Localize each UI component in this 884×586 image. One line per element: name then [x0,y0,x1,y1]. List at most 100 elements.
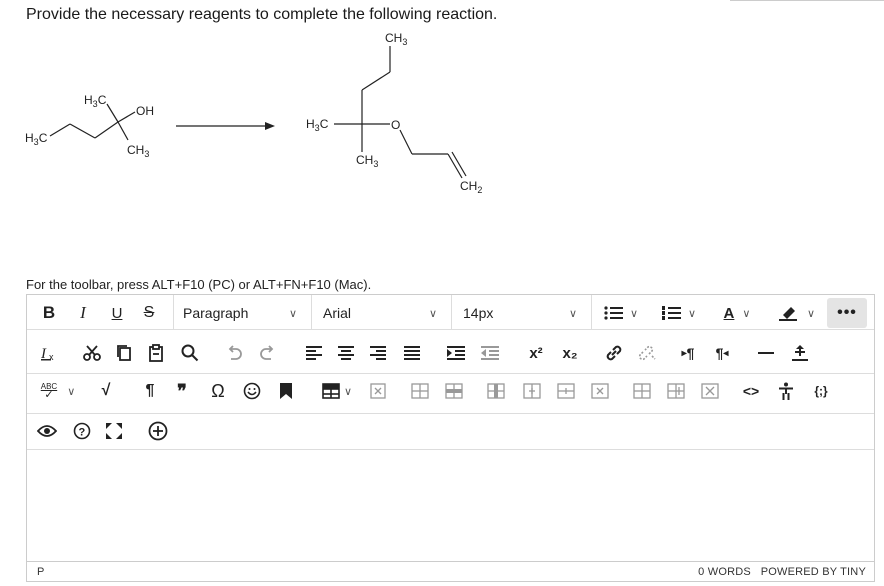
table-row-icon [445,383,463,399]
table-insert-row-button[interactable] [555,377,577,405]
toolbar-row-divider [27,373,874,374]
rtl-direction-button[interactable]: ¶◂ [711,339,733,367]
help-button[interactable]: ? [71,417,93,445]
align-left-icon [306,346,322,360]
smiley-icon [243,382,261,400]
product-ch2-label: CH2 [460,179,482,195]
table-insert-column-icon [523,383,541,399]
undo-icon [228,345,242,360]
remove-link-button[interactable] [635,339,659,367]
insert-math-button[interactable]: √ [95,377,117,405]
strikethrough-button[interactable]: S [143,304,155,321]
toolbar-separator [173,295,174,329]
font-family-value: Arial [323,305,352,321]
cut-button[interactable] [81,339,103,367]
editor-content-area[interactable] [27,449,874,561]
align-center-button[interactable] [335,339,357,367]
numbered-list-button[interactable]: ∨ [657,299,701,327]
top-divider [730,0,884,1]
svg-text:I: I [41,346,47,361]
font-family-dropdown[interactable]: Arial ∨ [317,299,443,327]
element-path[interactable]: P [37,566,45,578]
chevron-down-icon: ∨ [568,307,577,320]
unlink-icon [638,345,656,361]
undo-button[interactable] [223,339,245,367]
table-row-after-button[interactable] [443,377,465,405]
chevron-down-icon: ∨ [629,307,639,320]
italic-button[interactable]: I [80,303,86,322]
powered-by-link[interactable]: POWERED BY TINY [760,566,866,578]
reactant-h3c-top-label: H3C [84,93,107,109]
chevron-down-icon: ∨ [67,385,76,398]
chevron-down-icon: ∨ [288,307,297,320]
word-count[interactable]: 0 WORDS [698,566,751,578]
underline-button[interactable]: U [111,304,123,322]
upload-icon [792,345,808,361]
emoticons-button[interactable] [241,377,263,405]
outdent-button[interactable] [479,339,501,367]
blockquote-button[interactable]: ❞ [171,377,193,405]
font-size-dropdown[interactable]: 14px ∨ [457,299,583,327]
help-icon: ? [73,422,91,440]
spellcheck-button[interactable]: ABC ✓ ∨ [35,377,81,405]
table-delete-column-button[interactable] [699,377,721,405]
copy-button[interactable] [113,339,135,367]
spellcheck-icon: ABC ✓ [40,382,58,401]
table-insert-col-before-button[interactable] [665,377,687,405]
plus-circle-icon [148,421,168,441]
svg-text:x: x [49,352,54,361]
table-button[interactable]: ∨ [317,377,357,405]
special-character-button[interactable]: Ω [211,380,225,401]
bold-button[interactable]: B [42,303,56,322]
highlight-pen-icon [778,307,797,321]
align-justify-button[interactable] [401,339,423,367]
ltr-arrow-icon: ▸ [681,347,687,359]
upload-button[interactable] [789,339,811,367]
svg-text:?: ? [79,427,86,439]
bullet-list-button[interactable]: ∨ [599,299,643,327]
subscript-button[interactable]: x₂ [562,344,578,362]
indent-button[interactable] [445,339,467,367]
rtl-pilcrow: ¶ [715,345,724,361]
show-blocks-button[interactable]: ¶ [145,382,155,399]
bullet-list-icon [604,306,623,320]
fullscreen-icon [106,423,122,439]
chevron-down-icon: ∨ [687,307,697,320]
horizontal-line-button[interactable] [755,339,777,367]
add-content-button[interactable] [147,417,169,445]
table-col-before-icon [667,383,685,399]
toolbar-row-divider [27,329,874,330]
delete-table-button[interactable] [367,377,389,405]
insert-link-button[interactable] [603,339,625,367]
bookmark-button[interactable] [275,377,297,405]
table-column-before-button[interactable] [485,377,507,405]
product-h3c-label: H3C [306,117,329,133]
align-right-button[interactable] [367,339,389,367]
source-code-button[interactable]: <> [742,383,760,399]
ltr-direction-button[interactable]: ▸¶ [677,339,699,367]
table-insert-col-after-button[interactable] [631,377,653,405]
table-row-before-button[interactable] [409,377,431,405]
accessibility-checker-button[interactable] [775,377,797,405]
table-insert-column-button[interactable] [521,377,543,405]
table-col-after-icon [633,383,651,399]
highlight-color-button[interactable]: ∨ [773,299,821,327]
paste-button[interactable] [145,339,167,367]
preview-button[interactable] [35,417,59,445]
table-delete-row-button[interactable] [589,377,611,405]
align-left-button[interactable] [303,339,325,367]
fullscreen-button[interactable] [103,417,125,445]
spellcheck-label: ABC [40,382,58,391]
toolbar-separator [591,295,592,329]
insert-template-button[interactable]: {;} [814,384,828,398]
redo-button[interactable] [257,339,279,367]
block-format-dropdown[interactable]: Paragraph ∨ [177,299,303,327]
find-replace-button[interactable] [179,339,201,367]
delete-table-icon [370,383,386,399]
superscript-button[interactable]: x² [529,344,543,362]
more-toolbar-button[interactable]: ••• [827,298,867,328]
chevron-down-icon: ∨ [806,307,816,320]
text-color-button[interactable]: A ∨ [715,299,759,327]
